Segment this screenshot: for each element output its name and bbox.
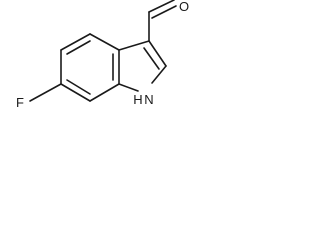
- nitrogen-h-label: H: [133, 92, 142, 107]
- bond-c3a-c3: [118, 40, 150, 51]
- bond-n1-c7a: [118, 83, 139, 92]
- bond-c2-n1: [151, 65, 167, 84]
- oxygen-label: O: [179, 0, 189, 14]
- bond-cho-o: [148, 0, 175, 13]
- double-bond-c4-c5: [66, 40, 91, 55]
- bond-c4-c5: [60, 33, 91, 51]
- pyrrole-ring: [118, 40, 167, 92]
- bond-c6-f: [29, 83, 62, 102]
- benzene-ring: [60, 33, 120, 102]
- bond-c3-c2: [148, 40, 167, 67]
- double-bond-c3-c2: [143, 47, 160, 70]
- double-bond-cho-o: [151, 5, 177, 19]
- double-bond-c6-c7: [66, 79, 91, 95]
- bond-c6-c7: [60, 83, 91, 102]
- bond-c7-c7a: [89, 83, 120, 102]
- molecule-structure: F O H N: [16, 0, 189, 110]
- aldehyde-group: [148, 0, 177, 42]
- nitrogen-label: N: [144, 92, 153, 107]
- bond-c3a-c4: [89, 33, 120, 51]
- fluorine-label: F: [16, 95, 24, 110]
